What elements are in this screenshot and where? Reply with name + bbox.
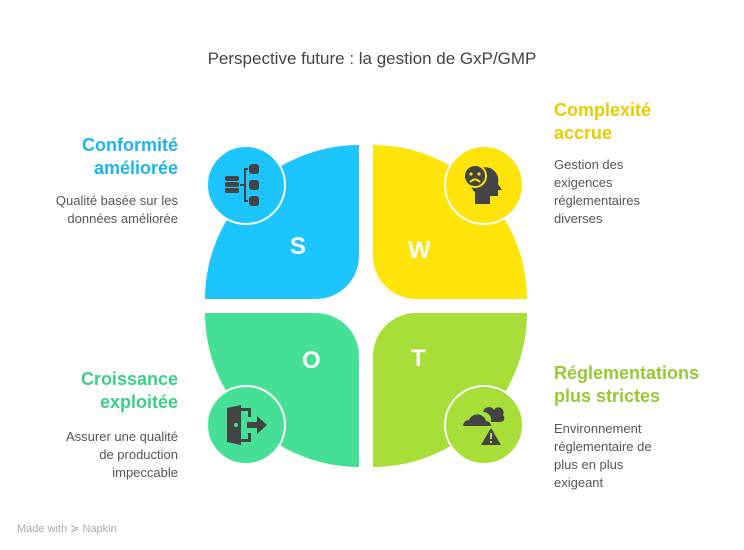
database-hierarchy-icon [206,145,286,225]
sad-head-icon [444,145,524,225]
quadrant-letter: O [302,347,321,374]
quadrant-letter: W [408,237,431,264]
napkin-watermark: Made with ≽ Napkin [17,523,117,535]
exit-door-icon [206,385,286,465]
page-title: Perspective future : la gestion de GxP/G… [207,49,537,68]
quadrant-letter: T [411,345,426,372]
cloud-warning-icon [444,385,524,465]
quadrant-letter: S [290,233,307,260]
